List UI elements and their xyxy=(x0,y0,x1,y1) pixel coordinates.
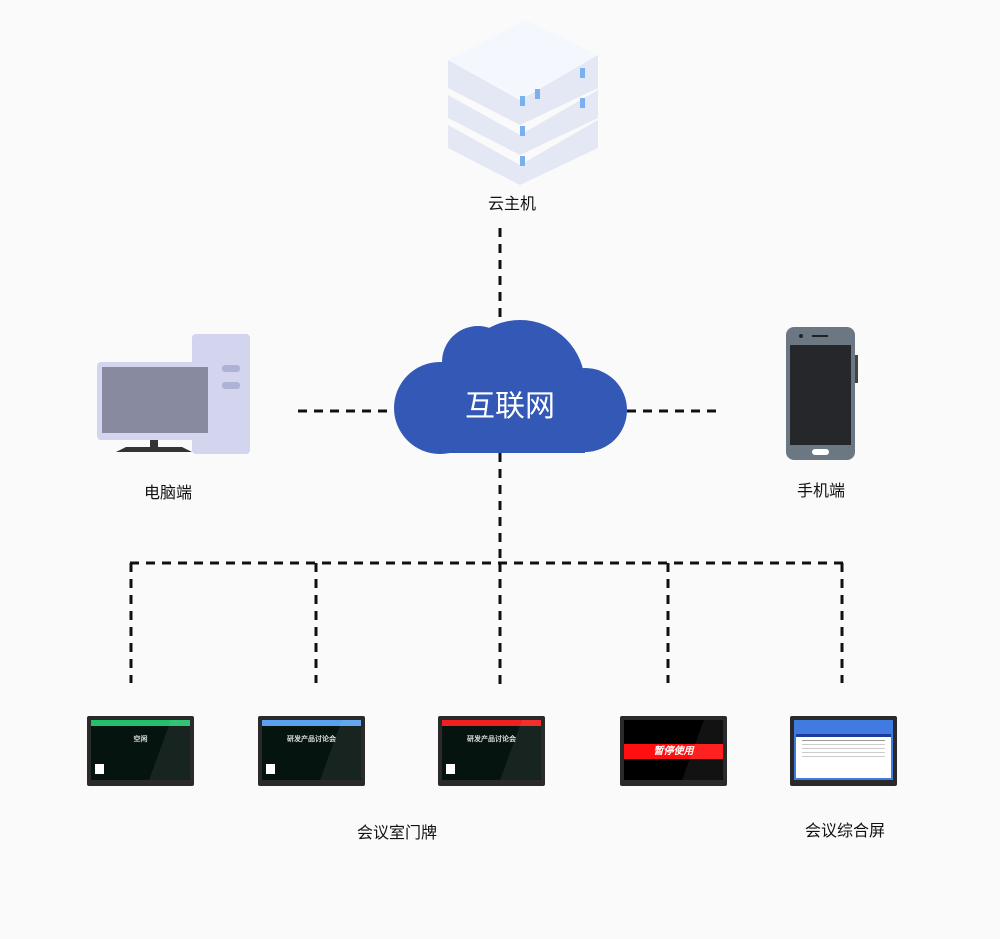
door-sign-upcoming: 研发产品讨论会 xyxy=(258,716,365,786)
table-row xyxy=(802,748,885,749)
mobile-label: 手机端 xyxy=(796,481,846,500)
screen-glare xyxy=(500,720,541,780)
table-row xyxy=(802,756,885,757)
cloud-icon xyxy=(394,320,627,454)
suspended-banner: 暂停使用 xyxy=(624,744,723,759)
table-row xyxy=(802,740,885,741)
status-bar xyxy=(262,720,361,726)
screen-title: 研发产品讨论会 xyxy=(287,735,336,743)
smartphone-icon xyxy=(786,327,858,460)
meeting-info-screen xyxy=(790,716,897,786)
screen-display: 研发产品讨论会 xyxy=(262,720,361,780)
door-sign-suspended: 暂停使用 xyxy=(620,716,727,786)
door-sign-idle: 空闲 xyxy=(87,716,194,786)
internet-label: 互联网 xyxy=(465,389,555,424)
desktop-computer-icon xyxy=(97,334,250,454)
pc-label: 电脑端 xyxy=(143,483,193,502)
screen-display: 研发产品讨论会 xyxy=(442,720,541,780)
qr-code xyxy=(266,764,275,774)
screen-glare xyxy=(320,720,361,780)
screen-title: 研发产品讨论会 xyxy=(467,735,516,743)
info-screen-label: 会议综合屏 xyxy=(804,821,886,840)
screen-display xyxy=(794,720,893,780)
server-icon xyxy=(448,20,598,185)
status-bar xyxy=(442,720,541,726)
table-row xyxy=(802,744,885,745)
table-row xyxy=(802,752,885,753)
door-signs-label: 会议室门牌 xyxy=(356,823,438,842)
schedule-table xyxy=(796,734,891,778)
qr-code xyxy=(95,764,104,774)
screen-display: 空闲 xyxy=(91,720,190,780)
table-header xyxy=(796,734,891,737)
screen-display: 暂停使用 xyxy=(624,720,723,780)
qr-code xyxy=(446,764,455,774)
screen-glare xyxy=(149,720,190,780)
server-label: 云主机 xyxy=(487,194,537,213)
screen-title: 空闲 xyxy=(133,735,148,743)
status-bar xyxy=(91,720,190,726)
door-sign-in-use: 研发产品讨论会 xyxy=(438,716,545,786)
